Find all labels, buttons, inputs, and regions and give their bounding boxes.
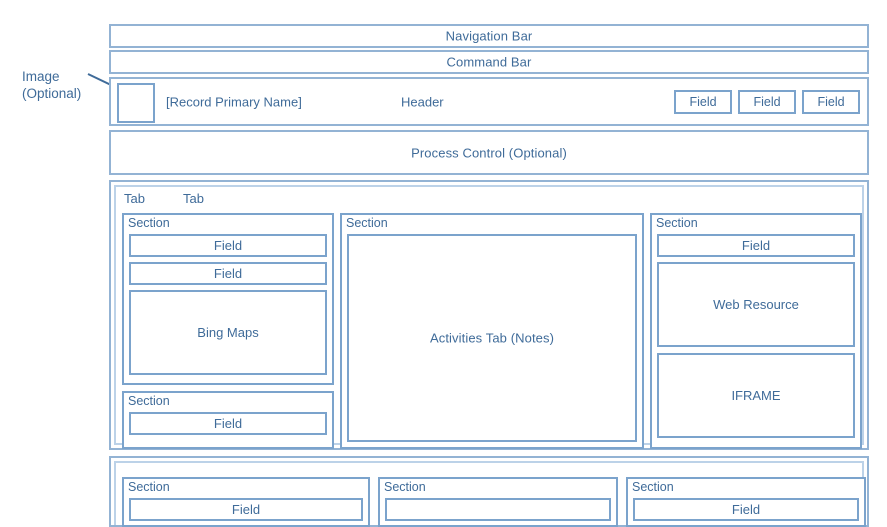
navigation-bar-label: Navigation Bar [445,28,533,44]
tab-column-right: Section Field Web Resource IFRAME [650,213,862,449]
record-primary-name: [Record Primary Name] [166,94,302,109]
section-right-1-title: Section [656,216,698,230]
header-region: [Record Primary Name] Header Field Field… [109,77,869,126]
tab-panel-inner: Tab Tab Section Field Field Bing Maps Se… [114,185,864,449]
bing-maps-control[interactable]: Bing Maps [129,290,327,375]
section-left-1: Section Field Field Bing Maps [122,213,334,385]
section-bottom-3: Section Field [626,477,866,527]
tab-item-2[interactable]: Tab [182,191,204,206]
section-left-1-body: Field Field Bing Maps [129,234,327,375]
section-left-2: Section Field [122,391,334,449]
command-bar[interactable]: Command Bar [109,50,869,74]
activities-notes-control[interactable]: Activities Tab (Notes) [347,234,637,442]
section-right-1-field-1[interactable]: Field [657,234,855,257]
header-label: Header [401,94,444,109]
section-left-1-title: Section [128,216,170,230]
process-control-bar[interactable]: Process Control (Optional) [109,130,869,175]
iframe-control[interactable]: IFRAME [657,353,855,438]
section-middle-1-title: Section [346,216,388,230]
tab-item-1[interactable]: Tab [124,191,145,206]
section-right-1-body: Field Web Resource IFRAME [657,234,855,438]
tab-column-middle: Section Activities Tab (Notes) [340,213,644,449]
tab-strip: Tab Tab [124,191,204,206]
section-bottom-2-field[interactable] [385,498,611,521]
tab-column-left: Section Field Field Bing Maps Section Fi… [122,213,334,449]
section-left-2-field-1[interactable]: Field [129,412,327,435]
section-bottom-2-title: Section [384,480,426,494]
activities-notes-label: Activities Tab (Notes) [429,330,555,346]
image-optional-annotation: Image (Optional) [22,69,81,103]
header-field-3[interactable]: Field [802,89,860,114]
section-bottom-1-title: Section [128,480,170,494]
web-resource-control[interactable]: Web Resource [657,262,855,347]
section-left-2-title: Section [128,394,170,408]
header-field-2[interactable]: Field [738,89,796,114]
annotation-line-1: Image [22,69,60,84]
header-field-group: Field Field Field [674,89,860,114]
navigation-bar[interactable]: Navigation Bar [109,24,869,48]
annotation-line-2: (Optional) [22,85,82,101]
tab-panel: Tab Tab Section Field Field Bing Maps Se… [109,180,869,450]
bottom-tab-panel-inner: Section Field Section Section Field [114,461,866,527]
section-left-2-body: Field [129,412,327,440]
bottom-tab-panel: Section Field Section Section Field [109,456,869,527]
section-bottom-2: Section [378,477,618,527]
section-left-1-field-2[interactable]: Field [129,262,327,285]
section-middle-1: Section Activities Tab (Notes) [340,213,644,449]
section-bottom-3-title: Section [632,480,674,494]
form-wireframe: Navigation Bar Command Bar [Record Prima… [109,24,869,527]
section-left-1-field-1[interactable]: Field [129,234,327,257]
section-bottom-3-field[interactable]: Field [633,498,859,521]
process-control-label: Process Control (Optional) [411,145,567,160]
section-bottom-1-field[interactable]: Field [129,498,363,521]
command-bar-label: Command Bar [446,54,532,70]
header-field-1[interactable]: Field [674,89,732,114]
image-placeholder[interactable] [117,83,155,123]
section-bottom-1: Section Field [122,477,370,527]
section-right-1: Section Field Web Resource IFRAME [650,213,862,449]
